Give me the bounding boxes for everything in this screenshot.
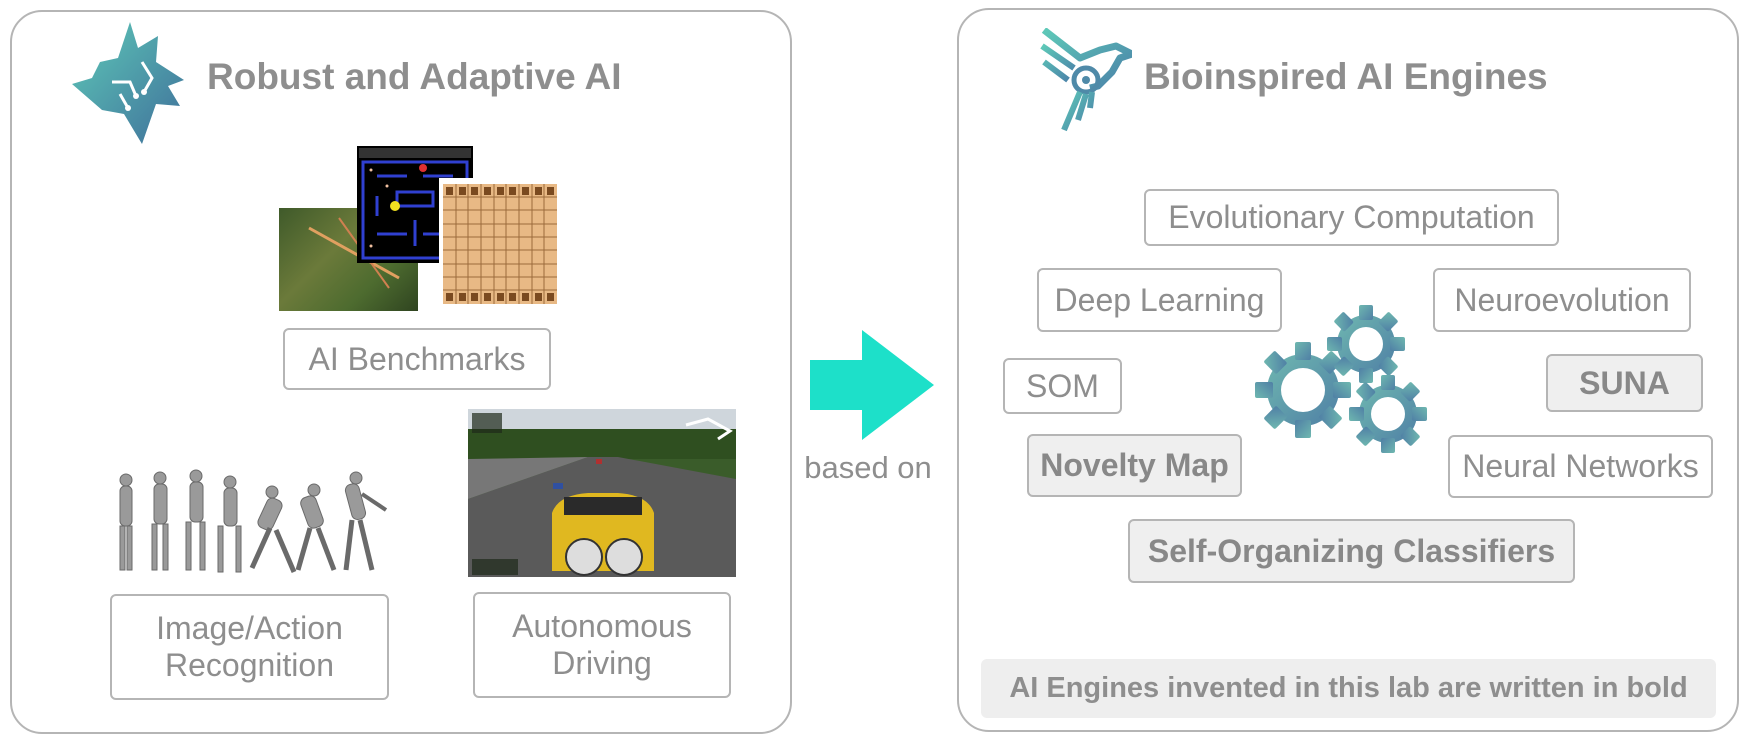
left-panel-title: Robust and Adaptive AI (207, 56, 622, 98)
autonomous-driving-box: Autonomous Driving (473, 592, 731, 698)
image-action-recognition-box: Image/Action Recognition (110, 594, 389, 700)
self-organizing-classifiers-box: Self-Organizing Classifiers (1128, 519, 1575, 583)
neural-networks-box: Neural Networks (1448, 435, 1713, 498)
deep-learning-box: Deep Learning (1037, 268, 1282, 332)
som-box: SOM (1003, 358, 1122, 414)
action-recognition-image (106, 466, 392, 582)
ai-benchmarks-box: AI Benchmarks (283, 328, 551, 390)
right-panel-title: Bioinspired AI Engines (1144, 56, 1548, 98)
suna-box: SUNA (1546, 354, 1703, 412)
footnote-banner: AI Engines invented in this lab are writ… (981, 659, 1716, 718)
racing-game-image (468, 409, 736, 577)
arrow-right-icon (810, 330, 934, 440)
shogi-board-image (439, 178, 563, 310)
gears-icon (1250, 300, 1430, 462)
wolf-logo-icon (72, 22, 186, 144)
evolutionary-computation-box: Evolutionary Computation (1144, 189, 1559, 246)
based-on-label: based on (796, 450, 940, 486)
novelty-map-box: Novelty Map (1027, 434, 1242, 497)
neuroevolution-box: Neuroevolution (1433, 268, 1691, 332)
bird-logo-icon (1040, 28, 1132, 134)
